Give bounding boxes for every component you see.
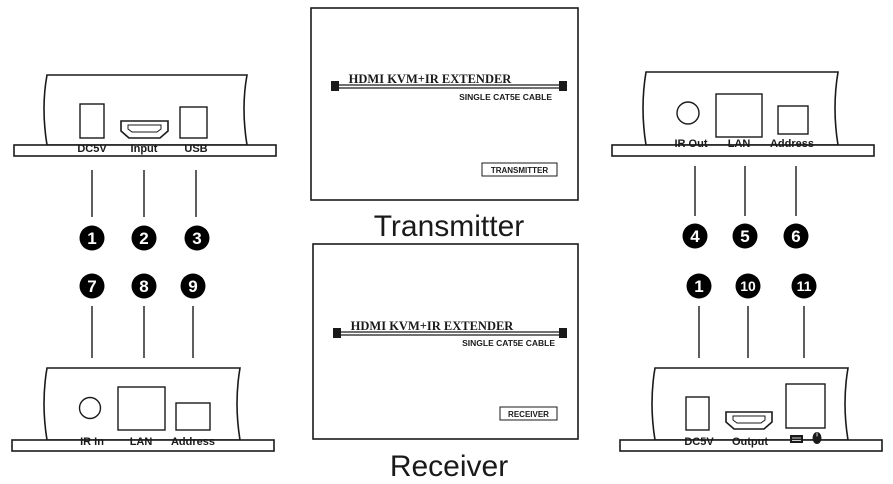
badge-frame <box>481 162 558 177</box>
receiver-unit: HDMI KVM+IR EXTENDER SINGLE CAT5E CABLE … <box>312 243 579 483</box>
keyboard-icon <box>790 435 803 443</box>
svg-text:8: 8 <box>139 277 148 296</box>
callout-number-9: 9 <box>180 273 206 299</box>
port-label: DC5V <box>77 143 107 155</box>
transmitter-front-panel: DC5V Input USB 1 2 3 <box>13 74 277 251</box>
address-port <box>175 402 211 431</box>
lan-port <box>117 386 166 431</box>
callout-number-1: 1 <box>686 273 712 299</box>
address-port <box>777 105 809 135</box>
unit-badge: TRANSMITTER <box>491 166 549 175</box>
unit-caption: Receiver <box>390 450 508 483</box>
callout-number-3: 3 <box>184 225 210 251</box>
port-label: DC5V <box>684 436 714 448</box>
svg-text:11: 11 <box>797 278 812 294</box>
lan-port <box>715 93 763 138</box>
panel-base-plate <box>619 439 883 452</box>
panel-base-plate <box>611 144 875 157</box>
svg-text:9: 9 <box>188 277 197 296</box>
usb-port <box>785 383 826 429</box>
cable-subtitle: SINGLE CAT5E CABLE <box>459 92 552 102</box>
callout-number-1: 1 <box>79 225 105 251</box>
callout-number-7: 7 <box>79 273 105 299</box>
cable-graphic <box>331 81 567 91</box>
port-label: LAN <box>728 138 751 150</box>
svg-text:3: 3 <box>192 229 201 248</box>
hdmi-output-port-inner <box>732 415 766 424</box>
callout-number-2: 2 <box>131 225 157 251</box>
product-title: HDMI KVM+IR EXTENDER <box>351 319 515 333</box>
port-label: Address <box>171 436 215 448</box>
hdmi-input-port-inner <box>127 124 162 133</box>
badge-frame <box>499 406 558 421</box>
transmitter-back-panel: IR Out LAN Address 4 5 6 <box>611 71 875 249</box>
callout-number-4: 4 <box>682 223 708 249</box>
receiver-back-panel: 1 10 11 DC5V Output <box>619 273 883 452</box>
svg-text:10: 10 <box>740 278 756 294</box>
unit-badge: RECEIVER <box>508 410 549 419</box>
callout-number-6: 6 <box>783 223 809 249</box>
svg-text:6: 6 <box>791 227 800 246</box>
port-label: Output <box>732 436 768 448</box>
svg-text:2: 2 <box>139 229 148 248</box>
port-label: IR Out <box>675 138 708 150</box>
ir-in-port <box>78 396 102 420</box>
svg-text:1: 1 <box>87 229 96 248</box>
receiver-front-panel: 7 8 9 IR In LAN Address <box>11 273 275 452</box>
dc5v-port <box>685 396 710 431</box>
port-label: LAN <box>130 436 153 448</box>
callout-number-11: 11 <box>791 273 817 299</box>
svg-text:4: 4 <box>690 227 700 246</box>
callout-number-8: 8 <box>131 273 157 299</box>
cable-subtitle: SINGLE CAT5E CABLE <box>462 338 555 348</box>
cable-graphic <box>333 328 567 338</box>
product-title: HDMI KVM+IR EXTENDER <box>349 72 513 86</box>
unit-caption: Transmitter <box>374 210 525 243</box>
panel-base-plate <box>11 439 275 452</box>
svg-text:7: 7 <box>87 277 96 296</box>
transmitter-unit: HDMI KVM+IR EXTENDER SINGLE CAT5E CABLE … <box>310 7 579 243</box>
port-label: Address <box>770 138 814 150</box>
svg-text:1: 1 <box>694 277 703 296</box>
svg-text:5: 5 <box>740 227 749 246</box>
dc5v-port <box>79 103 105 139</box>
panel-base-plate <box>13 144 277 157</box>
usb-port <box>179 106 208 139</box>
port-label: Input <box>131 143 158 155</box>
port-label: IR In <box>80 436 104 448</box>
port-label: USB <box>184 143 207 155</box>
mouse-icon <box>812 432 822 444</box>
callout-number-10: 10 <box>735 273 761 299</box>
callout-number-5: 5 <box>732 223 758 249</box>
ir-out-port <box>676 101 700 125</box>
